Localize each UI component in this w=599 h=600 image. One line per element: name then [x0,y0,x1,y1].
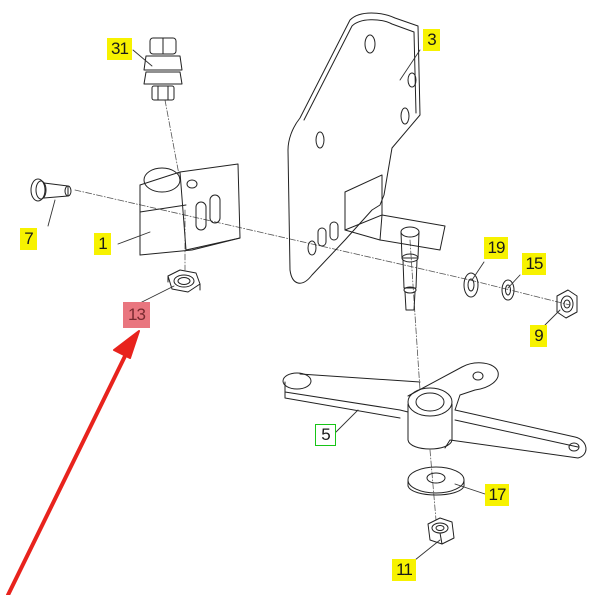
callout-19[interactable]: 19 [484,237,508,259]
part-7-bolt [30,178,72,202]
callout-17[interactable]: 17 [485,484,509,506]
part-5-lever [282,362,587,459]
part-17-washer [407,466,465,496]
callout-9[interactable]: 9 [530,325,547,347]
red-pointer-arrow [6,330,140,597]
callout-5[interactable]: 5 [315,424,336,446]
part-3-plate [287,12,446,311]
callout-11[interactable]: 11 [392,559,416,581]
part-19-washer [463,272,479,298]
part-13-nut [167,269,201,293]
callout-13-selected[interactable]: 13 [123,302,150,328]
part-1-bracket [139,163,241,256]
callout-3[interactable]: 3 [423,29,440,51]
centerlines [74,99,571,521]
part-9-nut [556,289,578,319]
callout-7[interactable]: 7 [20,228,37,250]
part-11-nut [427,517,455,545]
callout-31[interactable]: 31 [107,38,132,60]
part-31-sensor [143,37,183,101]
leader-lines [47,49,561,561]
callout-1[interactable]: 1 [94,233,111,255]
callout-15[interactable]: 15 [522,253,546,275]
part-15-washer [501,279,515,301]
